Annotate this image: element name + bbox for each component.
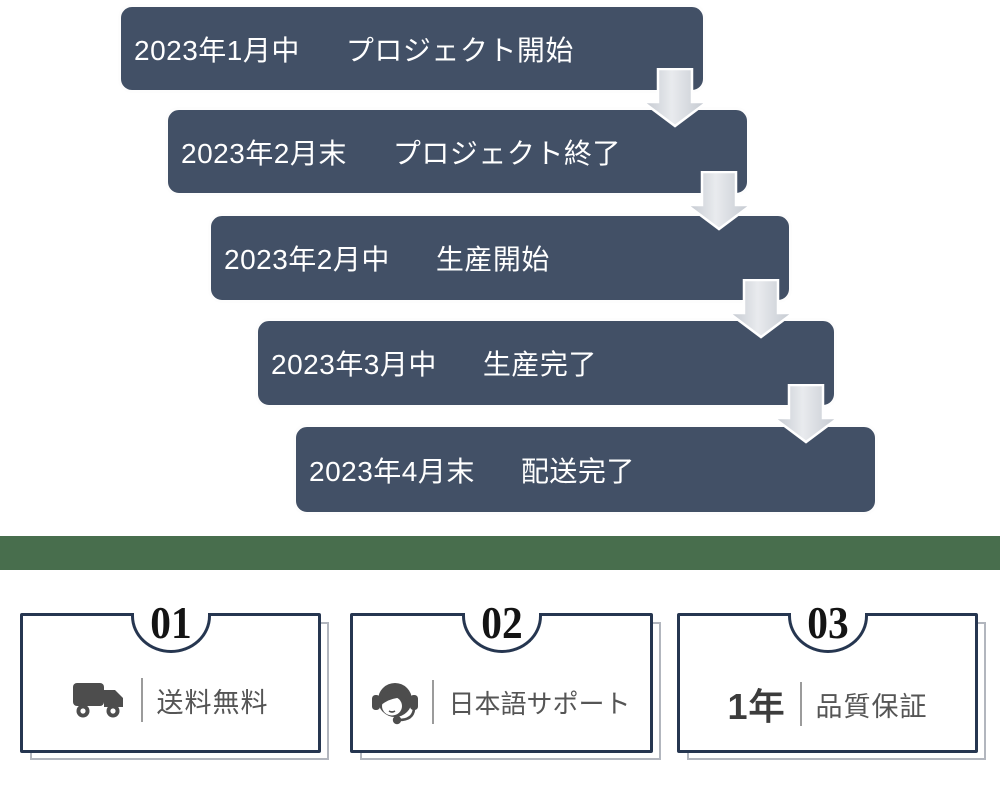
step-date: 2023年2月末 [181,137,347,169]
feature-card-shipping: 01 送料無料 [20,600,329,760]
feature-label: 送料無料 [156,687,269,718]
timeline-step-2: 2023年2月末 プロジェクト終了 [165,107,750,196]
down-arrow-icon [640,68,710,128]
feature-number: 03 [806,597,849,648]
feature-label: 品質保証 [815,691,928,722]
step-date: 2023年2月中 [224,244,390,275]
down-arrow-icon [726,279,796,339]
divider-line [799,682,802,726]
feature-number: 02 [480,597,523,648]
timeline-step-5: 2023年4月末 配送完了 [293,424,878,515]
divider-line [432,680,435,724]
step-label: 生産完了 [482,349,597,380]
divider-band [0,536,1000,570]
feature-card-support: 02 日本語サポート [350,600,661,760]
timeline-step-1: 2023年1月中 プロジェクト開始 [118,4,706,93]
step-date: 2023年1月中 [134,34,300,66]
step-date: 2023年4月末 [309,455,475,487]
step-label: 生産開始 [435,244,550,275]
timeline-step-4: 2023年3月中 生産完了 [255,318,837,408]
truck-icon [72,683,123,718]
divider-line [140,678,143,722]
step-label: 配送完了 [520,455,635,487]
down-arrow-icon [771,384,841,444]
feature-card-warranty: 03 1年 品質保証 [677,600,986,760]
one-year-text: 1年 [727,686,786,727]
feature-number: 01 [149,597,192,648]
step-label: プロジェクト終了 [392,137,621,169]
step-date: 2023年3月中 [271,349,437,380]
step-label: プロジェクト開始 [345,34,574,66]
feature-label: 日本語サポート [448,688,631,719]
headset-icon [372,683,419,725]
timeline-step-3: 2023年2月中 生産開始 [208,213,792,303]
down-arrow-icon [684,171,754,231]
